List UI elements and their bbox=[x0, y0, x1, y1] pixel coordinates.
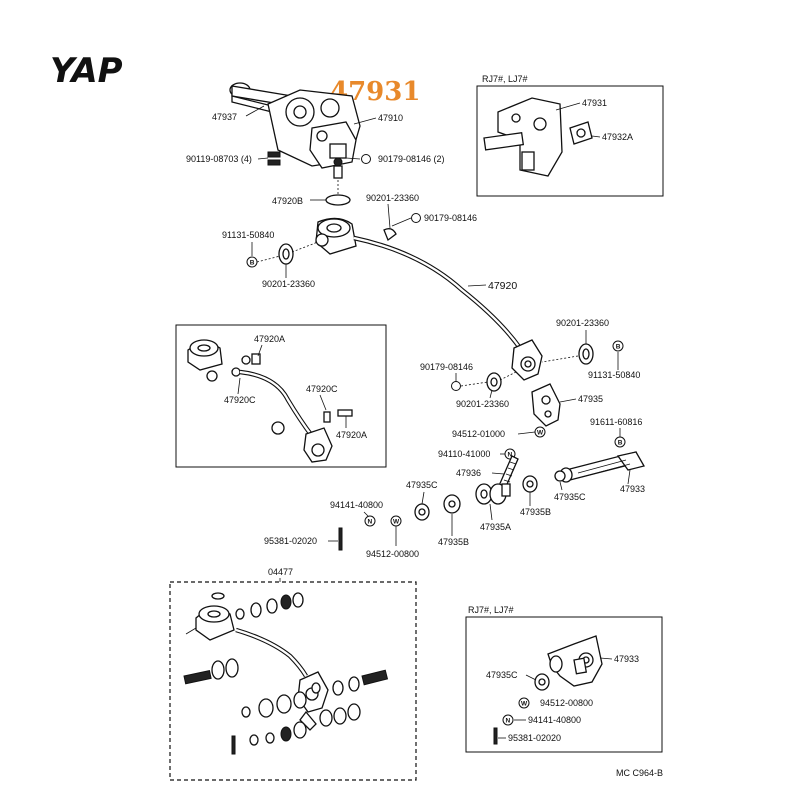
label-94512-01000: 94512-01000 bbox=[452, 429, 505, 439]
label-94141-40800-a: 94141-40800 bbox=[330, 500, 383, 510]
nut-symbol bbox=[411, 213, 421, 223]
bushing-47935A bbox=[475, 483, 511, 505]
label-47933-a: 47933 bbox=[620, 484, 645, 494]
washer-symbol: W bbox=[518, 697, 530, 709]
label-91611-60816: 91611-60816 bbox=[590, 417, 642, 427]
label-91131-50840-b: 91131-50840 bbox=[588, 370, 640, 380]
svg-text:W: W bbox=[537, 430, 544, 437]
label-47920B: 47920B bbox=[272, 196, 303, 206]
cotter-pin-b bbox=[493, 727, 498, 745]
svg-text:N: N bbox=[508, 452, 513, 459]
label-47910: 47910 bbox=[378, 113, 403, 123]
label-47920: 47920 bbox=[488, 280, 517, 292]
label-47935C-b: 47935C bbox=[554, 492, 586, 502]
rod-47933 bbox=[559, 451, 645, 483]
variant-box-top bbox=[476, 85, 664, 197]
svg-text:B: B bbox=[250, 260, 255, 267]
bolt-symbol: B bbox=[612, 340, 624, 352]
svg-text:N: N bbox=[506, 718, 511, 725]
cotter-pin bbox=[338, 527, 343, 551]
footer-code: MC C964-B bbox=[616, 768, 663, 778]
label-95381-02020-a: 95381-02020 bbox=[264, 536, 317, 546]
label-47935B-a: 47935B bbox=[520, 507, 551, 517]
seal-47920B bbox=[325, 194, 351, 206]
bushing-47935C bbox=[554, 470, 566, 482]
bolt-symbol: B bbox=[246, 256, 258, 268]
rod-47933-variant bbox=[547, 635, 603, 687]
bolt-symbol: B bbox=[614, 436, 626, 448]
label-47935B-b: 47935B bbox=[438, 537, 469, 547]
label-47936: 47936 bbox=[456, 468, 481, 478]
label-94110-41000: 94110-41000 bbox=[438, 449, 490, 459]
label-90179-08146-2: 90179-08146 (2) bbox=[378, 154, 445, 164]
label-47920A-inset-1: 47920A bbox=[254, 334, 285, 344]
box-title-bottom-right: RJ7#, LJ7# bbox=[468, 605, 514, 615]
label-90201-23360-b: 90201-23360 bbox=[262, 279, 315, 289]
label-90201-23360-a: 90201-23360 bbox=[366, 193, 419, 203]
label-90179-08146-b: 90179-08146 bbox=[420, 362, 473, 372]
label-47920A-inset-2: 47920A bbox=[336, 430, 367, 440]
label-94141-40800-b: 94141-40800 bbox=[528, 715, 581, 725]
svg-text:W: W bbox=[521, 701, 528, 708]
label-47932A: 47932A bbox=[602, 132, 633, 142]
label-91131-50840-a: 91131-50840 bbox=[222, 230, 274, 240]
bracket-47931 bbox=[483, 97, 563, 177]
nut-symbol bbox=[361, 154, 371, 164]
load-sensing-valve bbox=[229, 82, 361, 179]
svg-text:B: B bbox=[618, 440, 623, 447]
label-94512-00800-b: 94512-00800 bbox=[366, 549, 419, 559]
label-95381-02020-b: 95381-02020 bbox=[508, 733, 561, 743]
label-47935A: 47935A bbox=[480, 522, 511, 532]
nut-symbol bbox=[451, 381, 461, 391]
label-94512-00800-c: 94512-00800 bbox=[540, 698, 593, 708]
label-47920C-inset-1: 47920C bbox=[224, 395, 256, 405]
label-90201-23360-d: 90201-23360 bbox=[456, 399, 509, 409]
label-90179-08146-a: 90179-08146 bbox=[424, 213, 477, 223]
box-title-top-right: RJ7#, LJ7# bbox=[482, 74, 528, 84]
inset-box-cable bbox=[175, 324, 387, 468]
svg-text:B: B bbox=[616, 344, 621, 351]
label-47935C-c: 47935C bbox=[486, 670, 518, 680]
washer-symbol: W bbox=[534, 426, 546, 438]
svg-text:N: N bbox=[368, 519, 373, 526]
kit-box bbox=[169, 581, 417, 781]
label-47931-right: 47931 bbox=[582, 98, 607, 108]
washer-symbol: W bbox=[390, 515, 402, 527]
plate-47932A bbox=[569, 121, 593, 145]
label-47935C-a: 47935C bbox=[406, 480, 438, 490]
kit-parts bbox=[183, 592, 389, 755]
bracket-47935 bbox=[531, 383, 561, 427]
inset-cable bbox=[187, 339, 353, 463]
nut-symbol: N bbox=[502, 714, 514, 726]
cable-47920 bbox=[315, 217, 543, 381]
nut-symbol: N bbox=[364, 515, 376, 527]
variant-box-bottom bbox=[465, 616, 663, 753]
svg-text:W: W bbox=[393, 519, 400, 526]
label-47937: 47937 bbox=[212, 112, 237, 122]
label-90201-23360-c: 90201-23360 bbox=[556, 318, 609, 328]
label-90119-08703: 90119-08703 (4) bbox=[186, 154, 252, 164]
label-47920C-inset-2: 47920C bbox=[306, 384, 338, 394]
label-47933-b: 47933 bbox=[614, 654, 639, 664]
kit-title: 04477 bbox=[268, 567, 293, 577]
label-47935: 47935 bbox=[578, 394, 603, 404]
logo: YAP bbox=[50, 51, 123, 91]
